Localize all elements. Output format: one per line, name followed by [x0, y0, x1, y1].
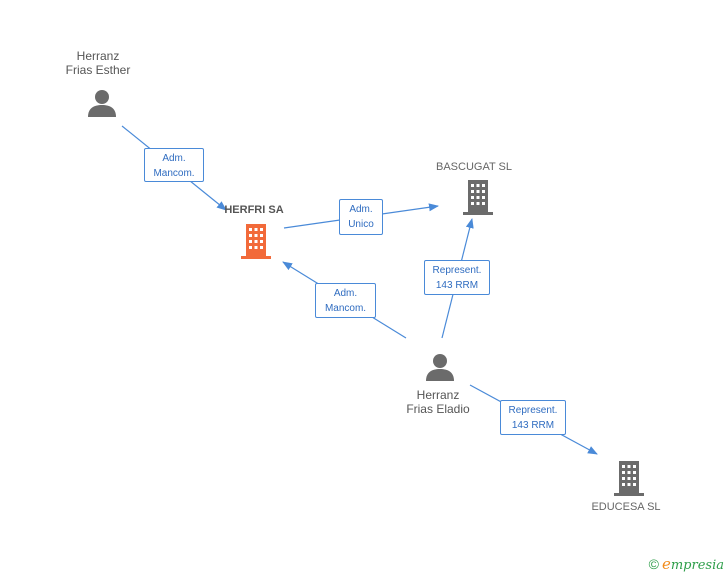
edge-label-esther-herfri[interactable]: Adm. Mancom. [144, 148, 204, 182]
edge-label-line2: Mancom. [153, 168, 195, 179]
person-icon[interactable] [87, 88, 117, 118]
company-name-educesa[interactable]: EDUCESA SL [591, 501, 661, 513]
person-name-esther[interactable]: Herranz Frias Esther [48, 49, 148, 77]
brand-logo-e: e [661, 555, 671, 573]
edge-label-line2: 143 RRM [511, 420, 555, 431]
edge-label-line2: Unico [348, 219, 374, 230]
company-name-bascugat[interactable]: BASCUGAT SL [435, 161, 512, 173]
person-name-line2: Frias Esther [65, 63, 131, 77]
building-icon[interactable] [240, 223, 272, 259]
edge-label-line1: Adm. [333, 288, 358, 299]
building-icon[interactable] [613, 460, 645, 496]
person-icon[interactable] [425, 352, 455, 382]
edge-label-eladio-herfri[interactable]: Adm. Mancom. [315, 283, 376, 318]
edge-label-line1: Adm. [162, 153, 186, 164]
edge-label-line1: Adm. [349, 204, 373, 215]
edge-label-eladio-educesa[interactable]: Represent. 143 RRM [500, 400, 566, 435]
edge-label-line1: Represent. [432, 265, 482, 276]
person-name-eladio[interactable]: Herranz Frias Eladio [388, 388, 488, 416]
company-name-herfri[interactable]: HERFRI SA [224, 204, 284, 216]
edge-label-line2: 143 RRM [435, 280, 479, 291]
edge-label-line1: Represent. [508, 405, 558, 416]
building-icon[interactable] [462, 179, 494, 215]
person-name-line1: Herranz [416, 388, 460, 402]
brand-name: mpresia [670, 558, 724, 573]
empresia-brand[interactable]: ©empresia [649, 555, 724, 573]
edge-label-eladio-bascugat[interactable]: Represent. 143 RRM [424, 260, 490, 295]
copyright-icon: © [648, 556, 659, 572]
person-name-line2: Frias Eladio [406, 402, 470, 416]
edge-label-line2: Mancom. [324, 303, 367, 314]
edge-label-herfri-bascugat[interactable]: Adm. Unico [339, 199, 383, 235]
person-name-line1: Herranz [76, 49, 120, 63]
